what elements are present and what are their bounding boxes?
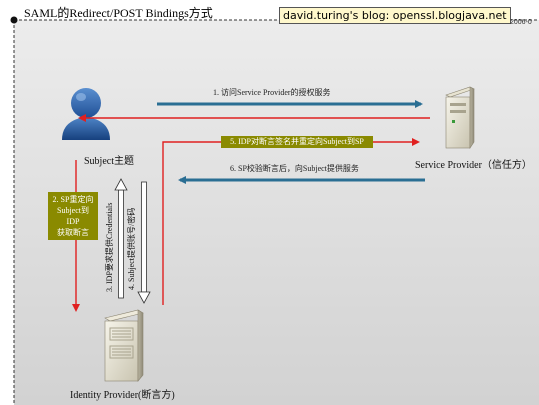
date-fragment: 2006-0 [510, 19, 532, 26]
service-provider-server-icon [445, 86, 475, 149]
step2-line: IDP [66, 217, 80, 226]
frame-corner-dot [10, 16, 18, 24]
identity-provider-server-icon [104, 309, 144, 382]
subject-label: Subject主题 [84, 156, 134, 167]
diagram-background [14, 20, 539, 405]
step2-box: 2. SP重定向 Subject到 IDP 获取断言 [48, 192, 98, 240]
step5-label: 5. IDP对断言签名并重定向Subject到SP [221, 136, 373, 148]
step2-line: 2. SP重定向 [52, 195, 94, 204]
blog-watermark: david.turing's blog: openssl.blogjava.ne… [279, 7, 511, 24]
step1-label: 1. 访问Service Provider的授权服务 [213, 88, 331, 97]
diagram-title: SAML的Redirect/POST Bindings方式 [24, 6, 213, 20]
subject-person-icon [62, 88, 110, 140]
identity-provider-label: Identity Provider(断言方) [70, 390, 175, 401]
step6-label: 6. SP校验断言后，向Subject提供服务 [230, 164, 359, 173]
service-provider-label: Service Provider（信任方） [415, 160, 532, 171]
step2-line: Subject到 [57, 206, 89, 215]
step4-hollow-arrow [137, 181, 151, 304]
step3-hollow-arrow [114, 178, 128, 299]
step4-label: 4. Subject提供账号/密码 [127, 207, 136, 290]
step3-label: 3. IDP要求提供Credentials [105, 202, 114, 292]
step2-line: 获取断言 [57, 228, 89, 237]
